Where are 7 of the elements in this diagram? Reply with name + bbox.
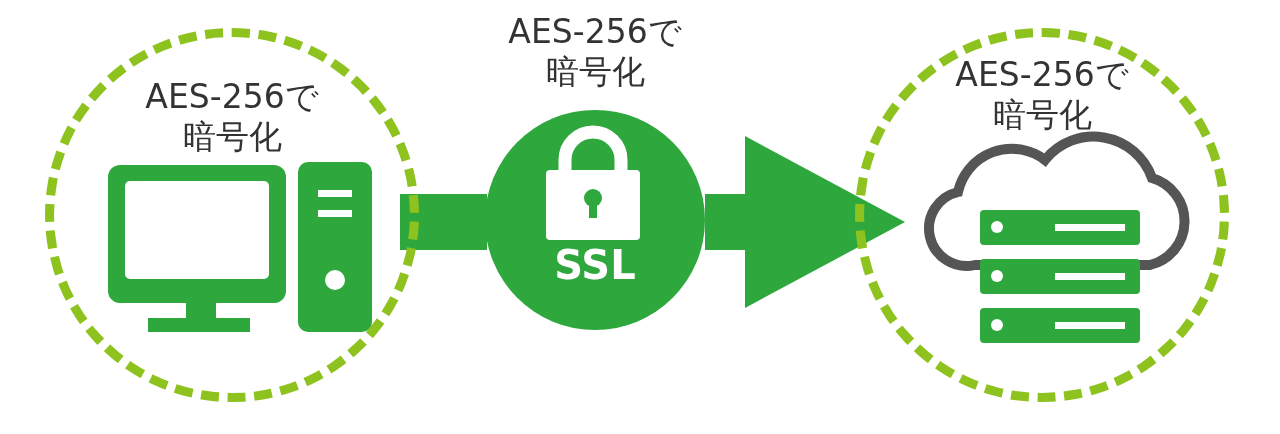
caption-text: AES-256で暗号化	[144, 77, 320, 157]
protocol-label: SSL	[553, 242, 637, 288]
caption-text: AES-256で暗号化	[507, 12, 683, 92]
dashed-circle	[45, 28, 419, 402]
arrow	[705, 136, 905, 308]
caption-text: AES-256で暗号化	[954, 55, 1130, 135]
dashed-circle	[855, 28, 1229, 402]
